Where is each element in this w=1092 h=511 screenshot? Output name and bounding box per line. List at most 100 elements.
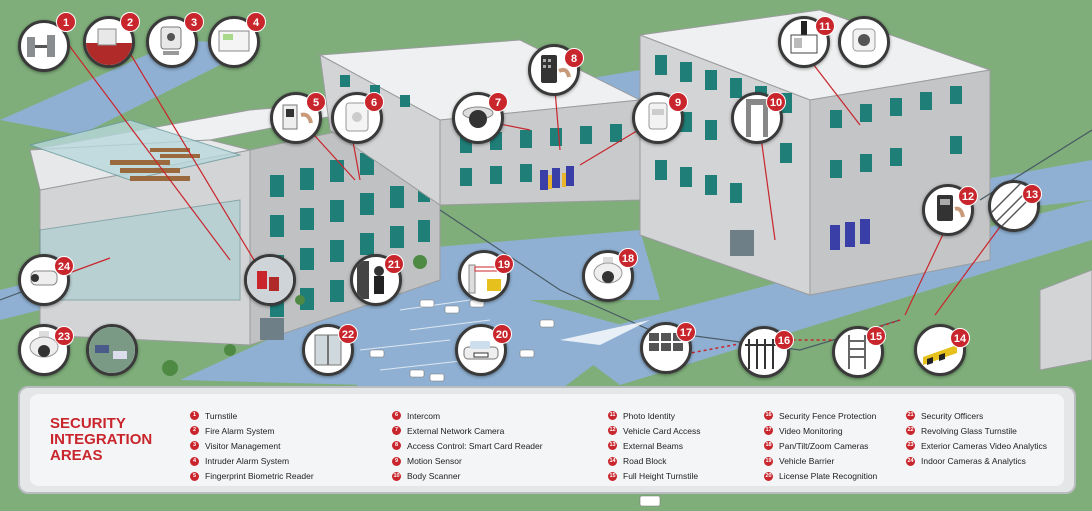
legend-item-number: 24 [906,456,915,466]
legend-item-number: 5 [190,471,199,481]
legend-item-label: Indoor Cameras & Analytics [921,456,1026,467]
badge-15: 15 [866,326,886,346]
callout-18[interactable] [582,250,634,302]
legend-item-label: Intercom [407,410,441,421]
legend-item-number: 19 [764,456,773,466]
photo-id-camera-icon [852,28,876,52]
legend-item-label: Video Monitoring [779,425,843,436]
legend-item-number: 18 [764,441,773,451]
legend-item: 23 Exterior Cameras Video Analytics [906,438,1047,453]
legend-item-label: External Beams [623,440,683,451]
callout-8[interactable] [528,44,580,96]
callout-7[interactable] [452,92,504,144]
legend-item-label: Full Height Turnstile [623,471,699,482]
license-plate-car-icon [463,341,499,360]
fire-alarm-icon [86,28,132,65]
legend-item-label: External Network Camera [407,425,505,436]
indoor-room-icon [247,257,293,303]
badge-14: 14 [950,328,970,348]
legend-column-5: 21 Security Officers 22 Revolving Glass Tu… [906,408,1047,469]
legend-item-label: Intruder Alarm System [205,456,290,467]
badge-19: 19 [494,254,514,274]
callout-14[interactable] [914,324,966,376]
legend-item-number: 20 [764,471,773,481]
legend-item-label: Visitor Management [205,440,281,451]
legend-item: 3 Visitor Management [190,438,314,453]
legend-item-label: Pan/Tilt/Zoom Cameras [779,440,869,451]
legend-item-number: 11 [608,411,617,421]
badge-17: 17 [676,322,696,342]
legend-item: 15 Full Height Turnstile [608,469,700,484]
callout-11b[interactable] [838,16,890,68]
badge-7: 7 [488,92,508,112]
turnstile-icon [27,35,55,57]
badge-9: 9 [668,92,688,112]
callout-24[interactable] [18,254,70,306]
legend-item: 18 Pan/Tilt/Zoom Cameras [764,438,877,453]
callout-21[interactable] [350,254,402,306]
exterior-camera-icon [29,331,59,358]
legend-item: 21 Security Officers [906,408,1047,423]
badge-18: 18 [618,248,638,268]
callout-24b[interactable] [244,254,296,306]
legend-item-number: 21 [906,411,915,421]
legend-title-line: AREAS [50,447,103,464]
security-officer-icon [357,261,384,299]
fingerprint-reader-icon [282,104,313,130]
legend-item: 12 Vehicle Card Access [608,423,700,438]
legend-item: 6 Intercom [392,408,543,423]
intercom-icon [345,102,369,132]
indoor-bullet-camera-icon [30,270,58,286]
legend-item-label: Photo Identity [623,410,675,421]
legend-title-line: SECURITY [50,415,126,432]
legend-item-number: 3 [190,441,199,451]
legend-item-label: License Plate Recognition [779,471,878,482]
dome-camera-icon [462,106,494,128]
vehicle-barrier-icon [468,264,506,294]
photo-id-icon [790,21,818,54]
legend-item-label: Vehicle Card Access [623,425,701,436]
legend-column-3: 11 Photo Identity 12 Vehicle Card Access 1… [608,408,700,484]
badge-13: 13 [1022,184,1042,204]
badge-2: 2 [120,12,140,32]
full-height-turnstile-icon [848,335,866,369]
badge-16: 16 [774,330,794,350]
badge-21: 21 [384,254,404,274]
legend-item-number: 15 [608,471,617,481]
legend-item-label: Fingerprint Biometric Reader [205,471,314,482]
road-block-icon [923,345,957,365]
motion-sensor-icon [648,102,668,130]
legend-item-label: Body Scanner [407,471,461,482]
legend-item: 5 Fingerprint Biometric Reader [190,469,314,484]
callout-2[interactable] [83,16,135,68]
legend-title: SECURITY INTEGRATION AREAS [50,416,190,464]
legend-item-label: Road Block [623,456,667,467]
legend-item: 22 Revolving Glass Turnstile [906,423,1047,438]
legend-item-number: 22 [906,426,915,436]
legend-item-label: Fire Alarm System [205,425,275,436]
badge-20: 20 [492,324,512,344]
callout-23b[interactable] [86,324,138,376]
legend-item-number: 8 [392,441,401,451]
badge-4: 4 [246,12,266,32]
legend-item-label: Revolving Glass Turnstile [921,425,1017,436]
legend-item-label: Exterior Cameras Video Analytics [921,440,1047,451]
ptz-camera-icon [593,257,623,284]
badge-22: 22 [338,324,358,344]
legend-title-line: INTEGRATION [50,431,153,448]
legend-item-label: Security Officers [921,410,984,421]
alarm-keypad-icon [218,30,250,52]
badge-1: 1 [56,12,76,32]
legend-item-number: 23 [906,441,915,451]
legend-item-number: 12 [608,426,617,436]
legend-item-number: 6 [392,411,401,421]
